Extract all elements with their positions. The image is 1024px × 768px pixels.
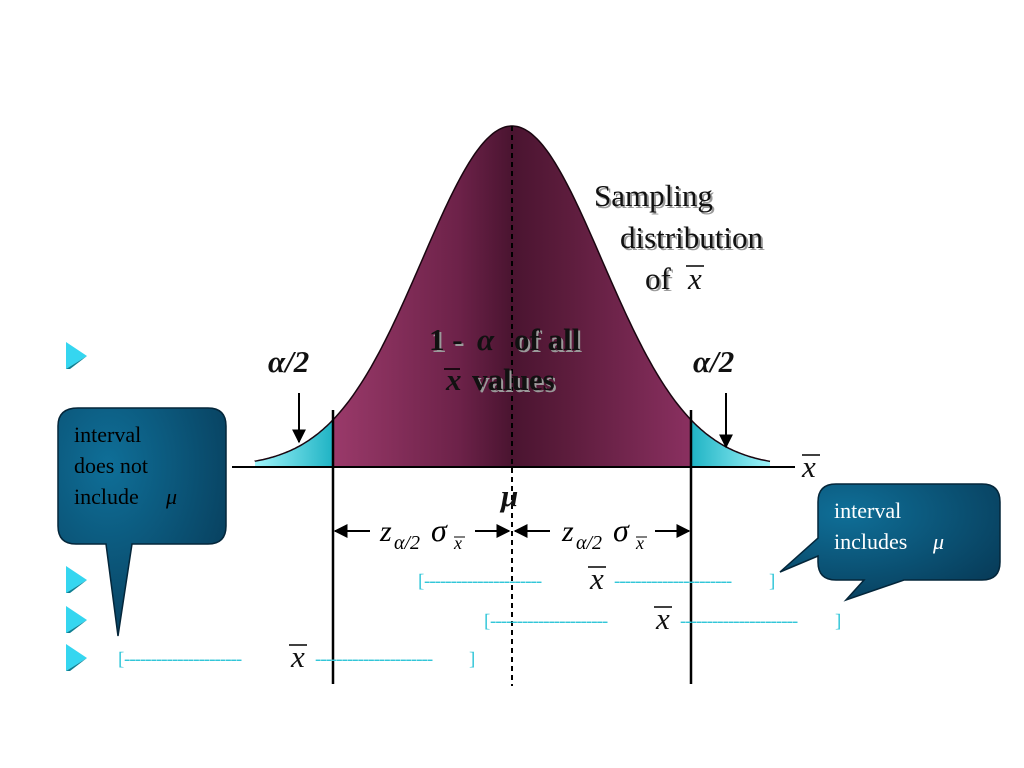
bullet-markers <box>66 342 87 671</box>
svg-text:----------------------: ---------------------- <box>124 649 242 670</box>
left-margin-of-error-label: z α/2 σ x <box>379 512 465 554</box>
svg-text:of: of <box>645 261 672 296</box>
svg-text:values: values <box>472 362 555 397</box>
svg-text:----------------------: ---------------------- <box>424 571 542 592</box>
left-alpha-half-label: α/2 <box>268 344 309 379</box>
xbar-symbol: x <box>655 601 670 636</box>
svg-text:----------------------: ---------------------- <box>490 611 608 632</box>
svg-text:of: of <box>647 263 674 298</box>
svg-text:α/2: α/2 <box>268 344 309 379</box>
svg-text:α/2: α/2 <box>693 344 734 379</box>
svg-text:of all: of all <box>516 324 583 359</box>
xbar-symbol: x <box>687 261 702 296</box>
interval-2: [ ---------------------- x -------------… <box>484 601 841 636</box>
bullet-triangle-icon <box>66 644 87 671</box>
center-probability-label: 1 - 1 - α of all of all x values values <box>429 322 583 399</box>
interval-3: [ ---------------------- x -------------… <box>118 639 475 674</box>
svg-text:]: ] <box>835 611 841 632</box>
svg-text:of all: of all <box>514 322 581 357</box>
svg-text:]: ] <box>469 649 475 670</box>
right-alpha-half-label: α/2 <box>693 344 734 379</box>
right-callout: interval includes μ <box>779 483 1001 602</box>
left-tail-region <box>255 419 333 467</box>
left-callout: interval does not include μ <box>57 407 227 637</box>
svg-text:----------------------: ---------------------- <box>315 649 433 670</box>
mu-symbol: μ <box>165 484 177 509</box>
svg-text:σ: σ <box>431 512 448 548</box>
svg-text:x: x <box>635 533 644 553</box>
svg-text:z: z <box>561 515 574 548</box>
svg-text:[: [ <box>418 571 424 592</box>
axis-xbar-label: x <box>801 449 820 484</box>
svg-text:1 -: 1 - <box>429 322 463 357</box>
right-margin-of-error-label: z α/2 σ x <box>561 512 647 554</box>
sampling-distribution-label: Sampling Sampling distribution distribut… <box>594 178 765 298</box>
svg-text:1 -: 1 - <box>431 324 465 359</box>
svg-text:values: values <box>474 364 557 399</box>
bullet-triangle-icon <box>66 566 87 593</box>
svg-text:----------------------: ---------------------- <box>614 571 732 592</box>
mu-symbol: μ <box>932 529 944 554</box>
svg-text:σ: σ <box>613 512 630 548</box>
svg-text:interval: interval <box>74 422 141 447</box>
svg-text:[: [ <box>484 611 490 632</box>
svg-text:z: z <box>379 515 392 548</box>
bullet-triangle-icon <box>66 606 87 633</box>
svg-text:x: x <box>453 533 462 553</box>
curve-middle-region <box>333 126 691 467</box>
svg-text:μ: μ <box>499 478 518 513</box>
svg-text:α/2: α/2 <box>576 532 602 554</box>
interval-1: [ ---------------------- x -------------… <box>418 561 775 596</box>
svg-text:does not: does not <box>74 453 148 478</box>
svg-text:x: x <box>801 449 816 484</box>
svg-text:Sampling: Sampling <box>594 178 713 213</box>
svg-text:α/2: α/2 <box>394 532 420 554</box>
svg-text:include: include <box>74 484 139 509</box>
mu-label: μ <box>499 478 518 513</box>
xbar-symbol: x <box>589 561 604 596</box>
svg-text:distribution: distribution <box>622 222 765 257</box>
svg-text:α: α <box>477 322 495 357</box>
svg-text:distribution: distribution <box>620 220 763 255</box>
bullet-triangle-icon <box>66 342 87 369</box>
right-tail-region <box>691 419 770 467</box>
xbar-symbol: x <box>290 639 305 674</box>
svg-text:includes: includes <box>834 529 907 554</box>
svg-text:Sampling: Sampling <box>596 180 715 215</box>
svg-text:----------------------: ---------------------- <box>680 611 798 632</box>
xbar-symbol: x <box>445 362 462 397</box>
svg-text:interval: interval <box>834 498 901 523</box>
svg-text:[: [ <box>118 649 124 670</box>
svg-text:]: ] <box>769 571 775 592</box>
